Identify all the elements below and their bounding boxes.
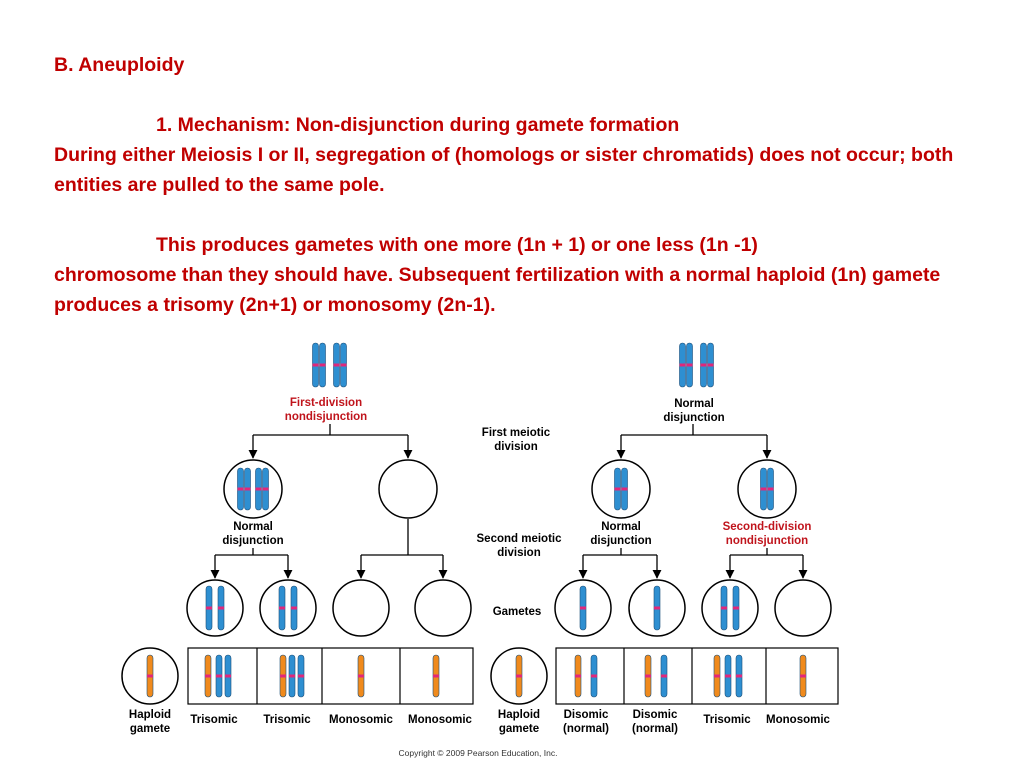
chromatid xyxy=(217,585,225,631)
chromatid xyxy=(515,654,523,698)
right-top-label-1: Normal xyxy=(674,398,714,410)
left-top-label-1: First-division xyxy=(290,397,362,409)
left-top-label-2: nondisjunction xyxy=(285,411,367,423)
produces-rest: chromosome than they should have. Subseq… xyxy=(54,264,941,316)
chromatid xyxy=(644,654,652,698)
chromosome xyxy=(333,342,340,388)
right-meiosis1-cell-a xyxy=(591,459,651,519)
first-meiotic-label-2: division xyxy=(494,441,537,453)
chromatid xyxy=(590,654,598,698)
chromatid xyxy=(278,585,286,631)
right-result-1a: Disomic xyxy=(564,709,609,721)
gamete-cell-5 xyxy=(554,579,612,637)
right-haploid-label-1: Haploid xyxy=(498,709,540,721)
chromosome xyxy=(686,342,693,388)
chromatid xyxy=(713,654,721,698)
chromatid xyxy=(660,654,668,698)
chromosome xyxy=(237,467,244,511)
chromatid xyxy=(297,654,305,698)
slide-text: B. Aneuploidy 1. Mechanism: Non-disjunct… xyxy=(54,50,974,320)
chromosome xyxy=(621,467,628,511)
chromatid xyxy=(799,654,807,698)
left-meiosis1-cell-b xyxy=(378,459,438,519)
gamete-cell-8 xyxy=(774,579,832,637)
right-cell-label-2: disjunction xyxy=(590,535,651,547)
chromosome xyxy=(319,342,326,388)
right-cell2-label-2: nondisjunction xyxy=(726,535,808,547)
second-meiotic-label-1: Second meiotic xyxy=(477,533,563,545)
chromatid xyxy=(279,654,287,698)
chromosome xyxy=(707,342,714,388)
chromosome xyxy=(340,342,347,388)
chromosome xyxy=(614,467,621,511)
mechanism-detail: During either Meiosis I or II, segregati… xyxy=(54,144,954,196)
first-meiotic-label-1: First meiotic xyxy=(482,427,551,439)
heading: B. Aneuploidy xyxy=(54,54,185,76)
right-result-2b: (normal) xyxy=(632,723,678,735)
second-meiotic-label-2: division xyxy=(497,547,540,559)
chromosome xyxy=(262,467,269,511)
chromatid xyxy=(432,654,440,698)
chromatid xyxy=(653,585,661,631)
chromosome xyxy=(760,467,767,511)
left-haploid-gamete-cell xyxy=(121,647,179,705)
chromatid xyxy=(579,585,587,631)
chromosome xyxy=(767,467,774,511)
gamete-cell-7 xyxy=(701,579,759,637)
gamete-cell-4 xyxy=(414,579,472,637)
chromosome xyxy=(700,342,707,388)
right-zygote-boxes xyxy=(555,647,839,705)
left-haploid-label-1: Haploid xyxy=(129,709,171,721)
left-result-4: Monosomic xyxy=(408,714,472,726)
chromatid xyxy=(146,654,154,698)
produces-line: This produces gametes with one more (1n … xyxy=(156,234,758,256)
right-result-1b: (normal) xyxy=(563,723,609,735)
chromatid xyxy=(290,585,298,631)
right-cell2-label-1: Second-division xyxy=(723,521,812,533)
chromatid xyxy=(724,654,732,698)
left-cell-label-2: disjunction xyxy=(222,535,283,547)
chromosome xyxy=(312,342,319,388)
right-result-3: Trisomic xyxy=(703,714,751,726)
chromatid xyxy=(720,585,728,631)
copyright-text: Copyright © 2009 Pearson Education, Inc. xyxy=(399,748,558,758)
chromatid xyxy=(215,654,223,698)
chromatid xyxy=(735,654,743,698)
chromatid xyxy=(288,654,296,698)
right-cell-label-1: Normal xyxy=(601,521,641,533)
left-result-1: Trisomic xyxy=(190,714,238,726)
right-result-4: Monosomic xyxy=(766,714,830,726)
chromatid xyxy=(357,654,365,698)
gamete-cell-1 xyxy=(186,579,244,637)
gamete-cell-2 xyxy=(259,579,317,637)
right-haploid-gamete-cell xyxy=(490,647,548,705)
chromosome xyxy=(255,467,262,511)
right-meiosis1-cell-b xyxy=(737,459,797,519)
left-meiosis1-cell-a xyxy=(223,459,283,519)
left-result-3: Monosomic xyxy=(329,714,393,726)
chromosome xyxy=(244,467,251,511)
left-result-2: Trisomic xyxy=(263,714,311,726)
right-haploid-label-2: gamete xyxy=(499,723,539,735)
gametes-label: Gametes xyxy=(493,606,542,618)
chromatid xyxy=(732,585,740,631)
chromatid xyxy=(574,654,582,698)
right-result-2a: Disomic xyxy=(633,709,678,721)
chromatid xyxy=(204,654,212,698)
chromatid xyxy=(205,585,213,631)
gamete-cell-3 xyxy=(332,579,390,637)
left-cell-label-1: Normal xyxy=(233,521,273,533)
right-top-label-2: disjunction xyxy=(663,412,724,424)
chromosome xyxy=(679,342,686,388)
chromatid xyxy=(224,654,232,698)
left-zygote-boxes xyxy=(187,647,474,705)
gamete-cell-6 xyxy=(628,579,686,637)
left-haploid-label-2: gamete xyxy=(130,723,170,735)
chromosome-layer xyxy=(146,342,807,698)
mechanism-line: 1. Mechanism: Non-disjunction during gam… xyxy=(156,114,680,136)
